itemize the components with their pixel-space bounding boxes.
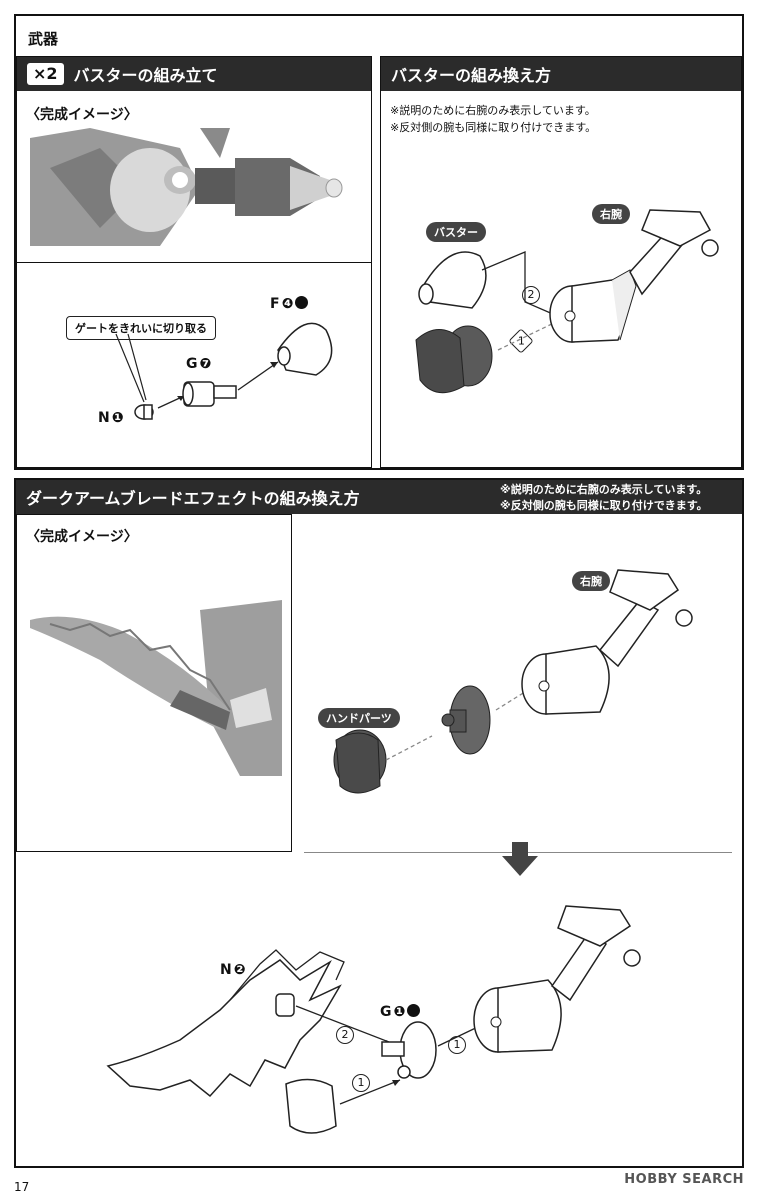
blade-swap-header: ダークアームブレードエフェクトの組み換え方 [16, 480, 742, 514]
buster-tag: バスター [426, 222, 486, 242]
step-2-marker: 2 [522, 286, 540, 304]
step-1b-number: 1 [453, 1038, 461, 1051]
hand-parts-tag: ハンドパーツ [318, 708, 400, 728]
blade-swap-note-1: ※説明のために右腕のみ表示しています。 [500, 483, 708, 496]
part-g1-letter: G [380, 1004, 392, 1020]
blade-swap-diagram-1 [333, 569, 693, 794]
buster-swap-diagram [415, 209, 719, 394]
part-n-letter: N [98, 410, 110, 426]
step-2b-number: 2 [341, 1028, 349, 1041]
buster-swap-title: バスターの組み換え方 [391, 66, 552, 85]
quantity-badge: ×2 [27, 63, 64, 85]
part-f-letter: F [270, 296, 280, 312]
part-f-number: ❹ [281, 296, 294, 312]
blade-swap-title: ダークアームブレードエフェクトの組み換え方 [26, 489, 360, 508]
buster-assembly-diagram [115, 322, 333, 420]
rotate-icon-2 [407, 1004, 421, 1017]
buster-swap-note-2: ※反対側の腕も同様に取り付けできます。 [390, 121, 597, 134]
buster-completed-photo [30, 128, 366, 258]
part-g1-number: ❶ [393, 1004, 406, 1020]
step-2-number: 2 [527, 288, 535, 301]
down-arrow-icon [502, 842, 538, 876]
buster-swap-note-1: ※説明のために右腕のみ表示しています。 [390, 104, 596, 117]
blade-swap-note-2: ※反対側の腕も同様に取り付けできます。 [500, 499, 708, 512]
blade-assembly-diagram [106, 905, 641, 1134]
step-1-marker-c: 1 [352, 1074, 370, 1092]
part-n2-number: ❷ [233, 962, 246, 978]
right-arm-tag: 右腕 [592, 204, 630, 224]
blade-completed-photo [30, 600, 282, 776]
buster-swap-panel [380, 56, 742, 468]
buster-assembly-header: ×2 バスターの組み立て [17, 57, 371, 91]
step-1c-number: 1 [357, 1076, 365, 1089]
buster-assembly-title: バスターの組み立て [73, 66, 218, 85]
page-number: 17 [14, 1180, 30, 1194]
completed-image-label: 〈完成イメージ〉 [26, 107, 138, 123]
divider-line [17, 262, 371, 263]
rotate-icon [295, 296, 309, 309]
step-2-marker-b: 2 [336, 1026, 354, 1044]
part-n2-letter: N [220, 962, 232, 978]
part-g-letter: G [186, 356, 198, 372]
step-1-marker-b: 1 [448, 1036, 466, 1054]
watermark: HOBBY SEARCH [624, 1172, 744, 1187]
section-title: 武器 [28, 30, 59, 48]
part-g-number: ❼ [199, 356, 212, 372]
blade-completed-label: 〈完成イメージ〉 [26, 529, 138, 545]
buster-swap-header: バスターの組み換え方 [381, 57, 741, 91]
gate-cut-callout: ゲートをきれいに切り取る [66, 316, 216, 340]
right-arm-tag-2: 右腕 [572, 571, 610, 591]
part-n-number: ❶ [111, 410, 124, 426]
